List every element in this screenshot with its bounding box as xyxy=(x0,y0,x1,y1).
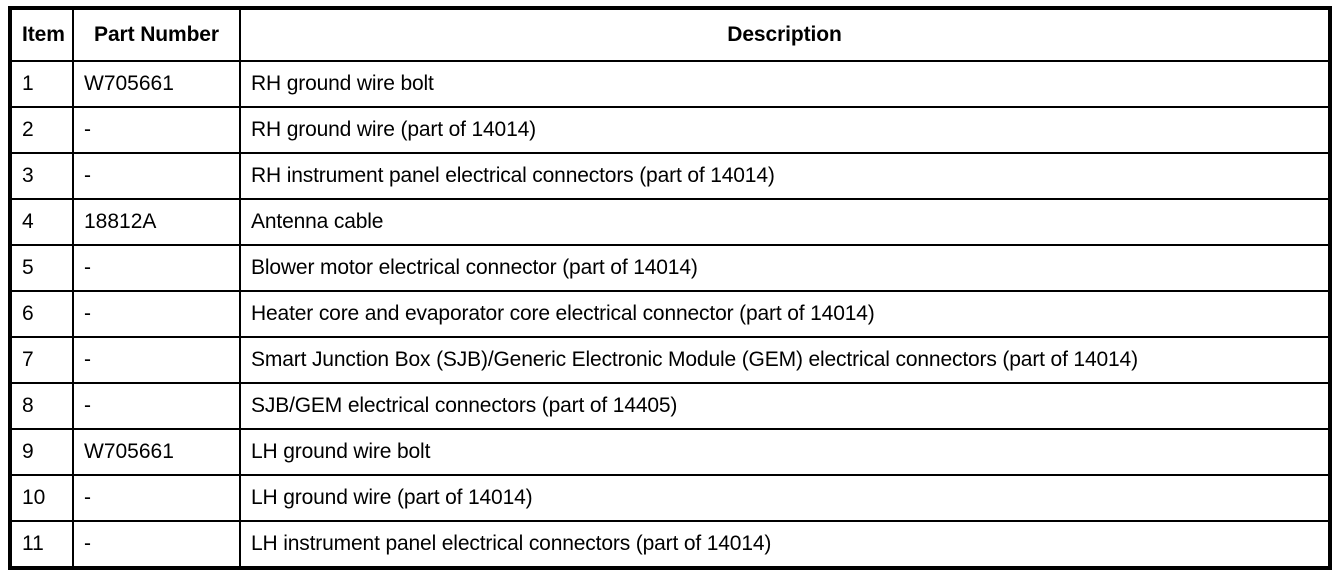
cell-item: 4 xyxy=(9,198,74,246)
column-header-description: Description xyxy=(239,7,1331,62)
cell-description: Antenna cable xyxy=(239,198,1331,246)
cell-description: Heater core and evaporator core electric… xyxy=(239,290,1331,338)
cell-item: 2 xyxy=(9,106,74,154)
cell-item: 9 xyxy=(9,428,74,476)
table-row: 8 - SJB/GEM electrical connectors (part … xyxy=(9,382,1331,430)
cell-item: 11 xyxy=(9,520,74,569)
column-header-part-number: Part Number xyxy=(72,7,241,62)
cell-description: Smart Junction Box (SJB)/Generic Electro… xyxy=(239,336,1331,384)
table-row: 6 - Heater core and evaporator core elec… xyxy=(9,290,1331,338)
cell-item: 5 xyxy=(9,244,74,292)
cell-part-number: - xyxy=(72,382,241,430)
cell-description: LH ground wire (part of 14014) xyxy=(239,474,1331,522)
cell-item: 1 xyxy=(9,60,74,108)
cell-description: RH ground wire (part of 14014) xyxy=(239,106,1331,154)
cell-description: RH ground wire bolt xyxy=(239,60,1331,108)
table-header: Item Part Number Description xyxy=(9,7,1331,62)
table-header-row: Item Part Number Description xyxy=(9,7,1331,62)
cell-item: 8 xyxy=(9,382,74,430)
column-header-item: Item xyxy=(9,7,74,62)
cell-part-number: - xyxy=(72,336,241,384)
table-row: 11 - LH instrument panel electrical conn… xyxy=(9,520,1331,569)
cell-description: LH instrument panel electrical connector… xyxy=(239,520,1331,569)
table-row: 2 - RH ground wire (part of 14014) xyxy=(9,106,1331,154)
table-body: 1 W705661 RH ground wire bolt 2 - RH gro… xyxy=(9,60,1331,569)
cell-description: LH ground wire bolt xyxy=(239,428,1331,476)
cell-part-number: W705661 xyxy=(72,60,241,108)
parts-legend-table: Item Part Number Description 1 W705661 R… xyxy=(8,6,1332,570)
table-row: 1 W705661 RH ground wire bolt xyxy=(9,60,1331,108)
cell-item: 3 xyxy=(9,152,74,200)
cell-part-number: - xyxy=(72,290,241,338)
cell-part-number: - xyxy=(72,106,241,154)
cell-description: Blower motor electrical connector (part … xyxy=(239,244,1331,292)
cell-part-number: - xyxy=(72,474,241,522)
cell-description: SJB/GEM electrical connectors (part of 1… xyxy=(239,382,1331,430)
table-row: 3 - RH instrument panel electrical conne… xyxy=(9,152,1331,200)
cell-part-number: 18812A xyxy=(72,198,241,246)
table-row: 9 W705661 LH ground wire bolt xyxy=(9,428,1331,476)
table-row: 4 18812A Antenna cable xyxy=(9,198,1331,246)
cell-item: 6 xyxy=(9,290,74,338)
cell-part-number: - xyxy=(72,520,241,569)
cell-part-number: - xyxy=(72,152,241,200)
cell-description: RH instrument panel electrical connector… xyxy=(239,152,1331,200)
cell-part-number: W705661 xyxy=(72,428,241,476)
table-row: 10 - LH ground wire (part of 14014) xyxy=(9,474,1331,522)
cell-item: 10 xyxy=(9,474,74,522)
cell-item: 7 xyxy=(9,336,74,384)
table-row: 7 - Smart Junction Box (SJB)/Generic Ele… xyxy=(9,336,1331,384)
cell-part-number: - xyxy=(72,244,241,292)
table-row: 5 - Blower motor electrical connector (p… xyxy=(9,244,1331,292)
